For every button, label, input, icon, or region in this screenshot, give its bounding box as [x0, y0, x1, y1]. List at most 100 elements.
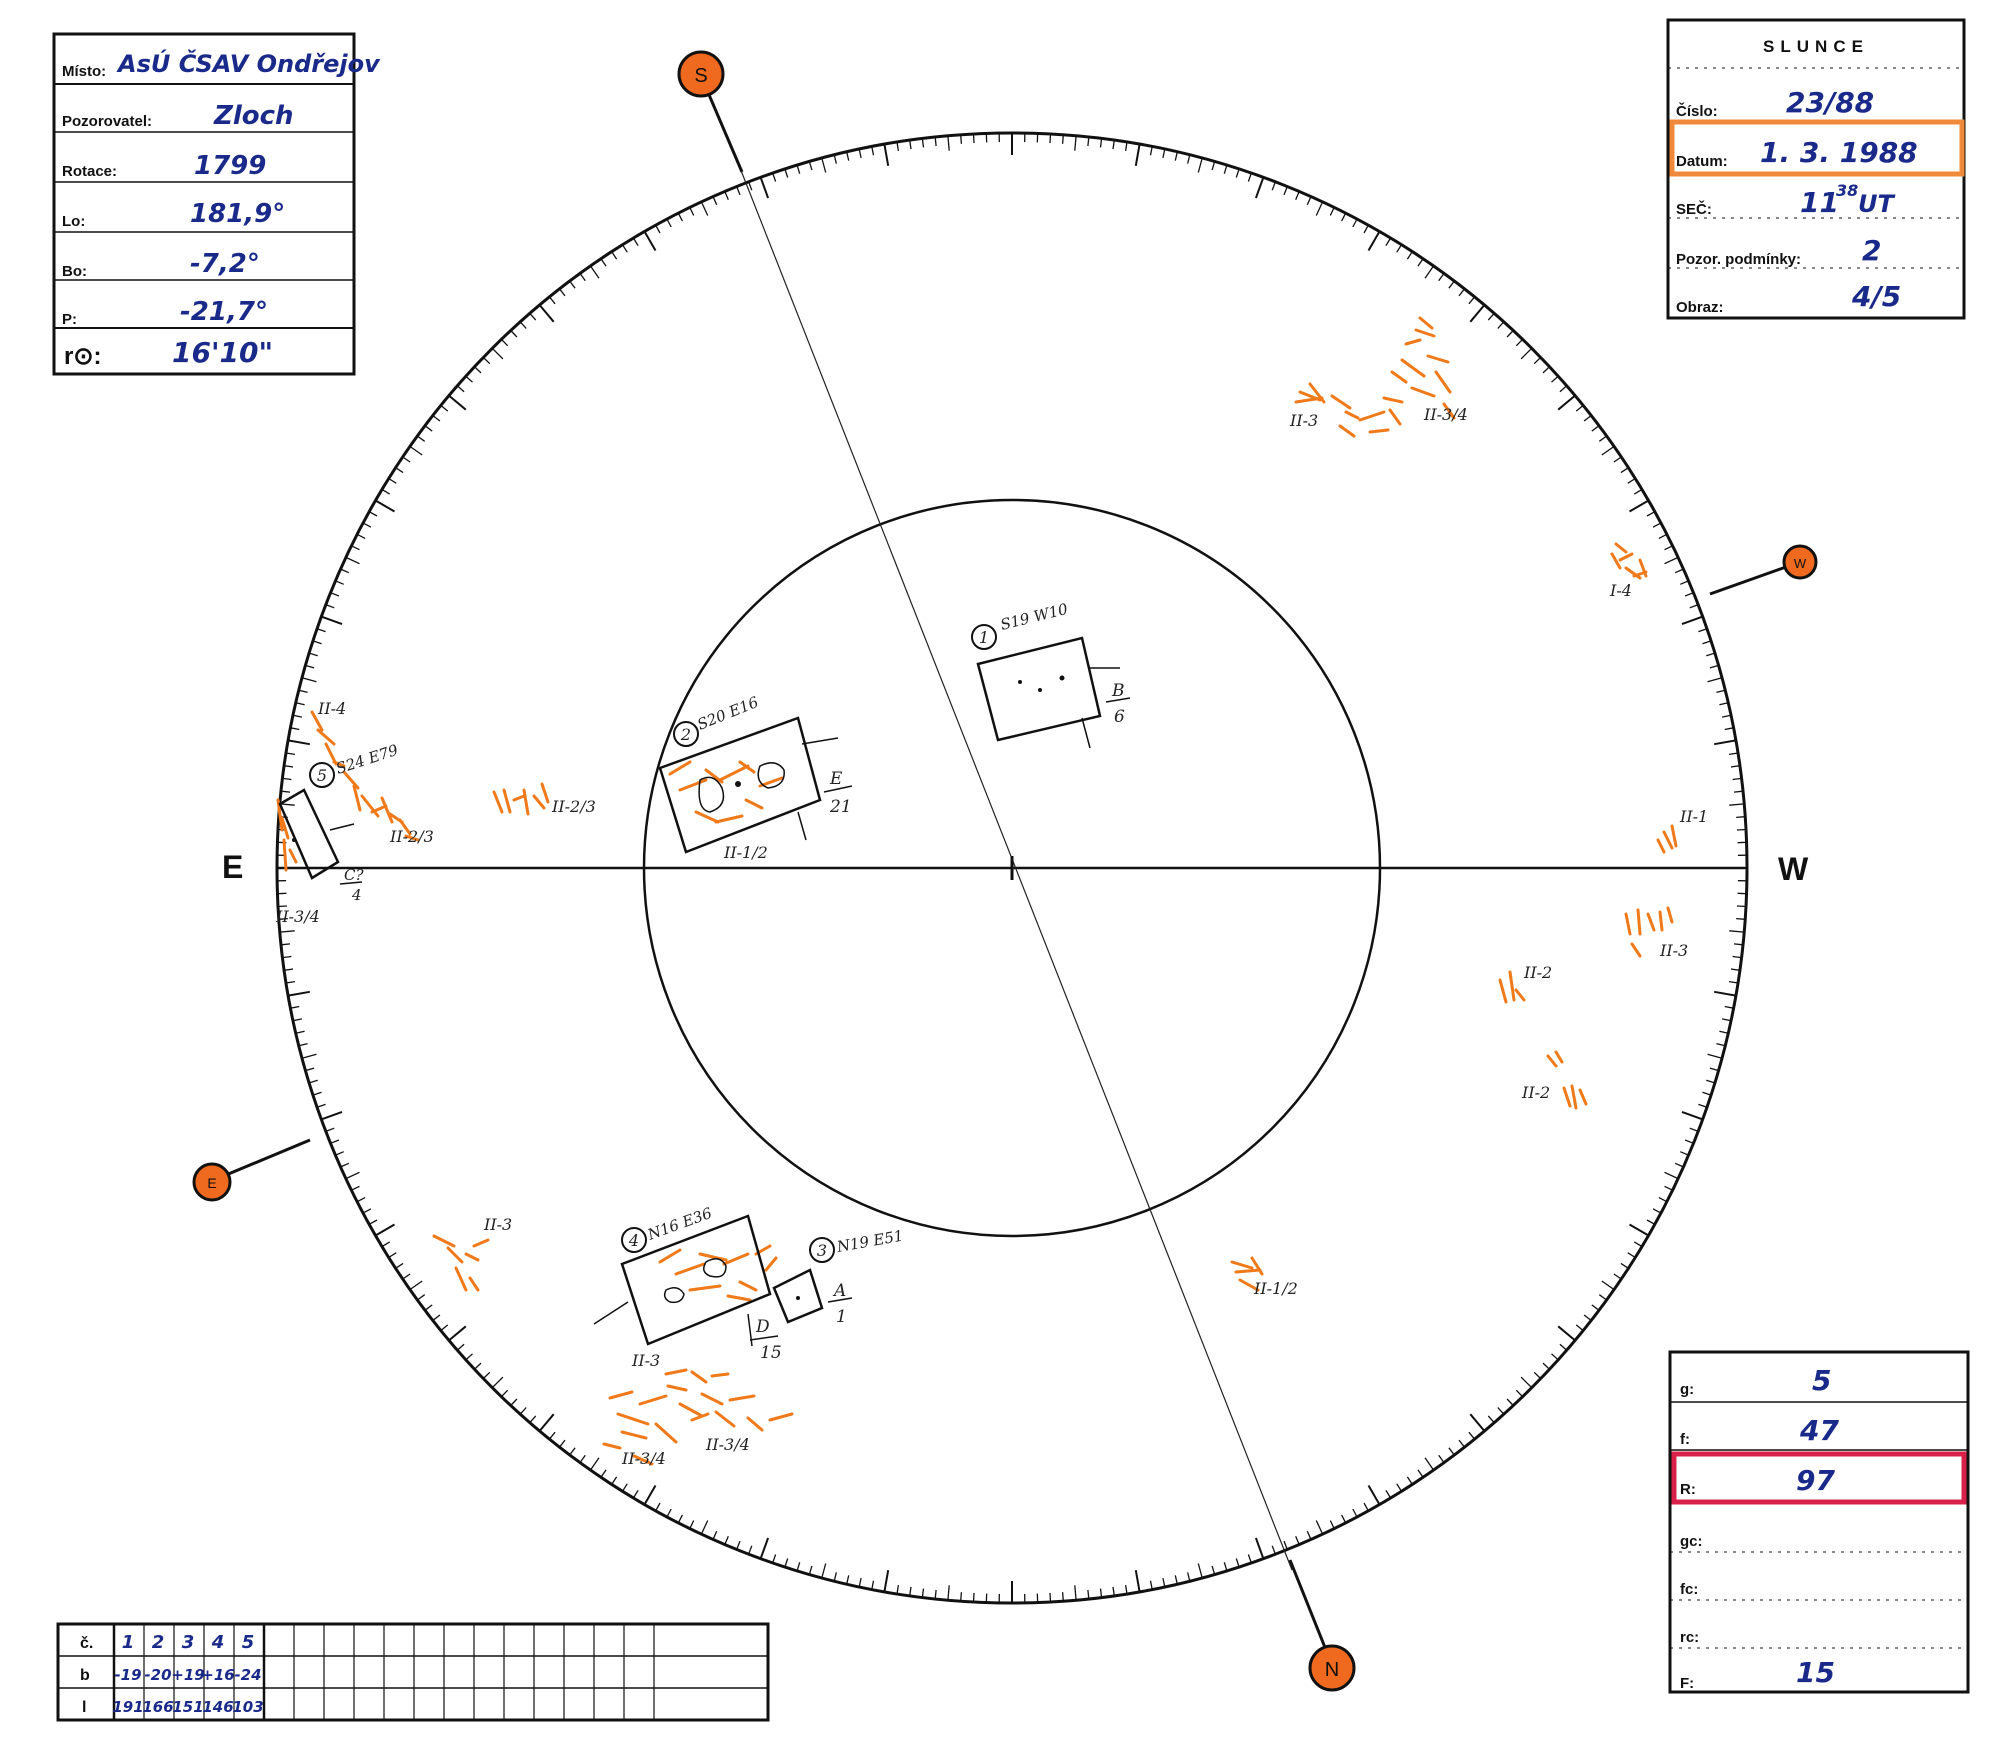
- limb-tick: [1646, 511, 1656, 517]
- limb-tick: [1724, 727, 1734, 731]
- limb-tick: [1099, 1588, 1103, 1598]
- limb-tick: [1719, 702, 1729, 706]
- facula-region: [432, 1234, 490, 1292]
- group-number: 1: [979, 628, 989, 647]
- limb-tick: [345, 1171, 360, 1180]
- cislo-cell: 5: [242, 1632, 255, 1653]
- limb-tick: [1559, 385, 1568, 393]
- limb-tick: [395, 1262, 404, 1269]
- facula-label: II-3/4: [275, 907, 320, 926]
- limb-tick: [871, 1580, 875, 1590]
- limb-tick: [1709, 1067, 1719, 1072]
- limb-tick: [1736, 905, 1747, 908]
- limb-tick: [1733, 943, 1744, 946]
- limb-tick: [1729, 803, 1745, 806]
- facula-label: II-3/4: [705, 1435, 750, 1454]
- sec-minutes: 38: [1836, 181, 1858, 200]
- limb-tick: [784, 1558, 789, 1568]
- limb-tick: [1664, 545, 1673, 551]
- west-marker-letter: W: [1794, 556, 1807, 571]
- limb-tick: [1646, 1219, 1656, 1225]
- limb-tick: [1575, 1324, 1584, 1332]
- facula-label: II-3: [1289, 411, 1318, 430]
- b-cell: -24: [234, 1666, 261, 1684]
- g-value: 5: [1812, 1364, 1831, 1397]
- limb-tick: [934, 136, 937, 147]
- limb-tick: [548, 296, 556, 305]
- limb-tick: [1680, 1151, 1689, 1156]
- obraz-label: Obraz:: [1676, 299, 1724, 316]
- limb-tick: [1295, 191, 1300, 200]
- limb-tick: [282, 777, 292, 781]
- limb-tick: [947, 135, 950, 151]
- limb-tick: [1186, 154, 1191, 164]
- limb-tick: [1689, 603, 1699, 609]
- limb-tick: [1087, 1589, 1090, 1600]
- limb-tick: [1061, 1592, 1064, 1602]
- limb-tick: [290, 727, 300, 731]
- east-marker: [192, 1162, 232, 1202]
- cislo-cell: 3: [182, 1632, 195, 1653]
- group-number: 5: [317, 766, 327, 785]
- limb-tick: [519, 321, 527, 329]
- fc-label: fc:: [1680, 1581, 1698, 1598]
- limb-tick: [305, 1067, 315, 1072]
- limb-tick: [1658, 1197, 1668, 1203]
- limb-tick: [632, 237, 639, 247]
- limb-tick: [1628, 499, 1650, 513]
- limb-tick: [1074, 1585, 1077, 1601]
- limb-tick: [278, 917, 288, 920]
- limb-tick: [632, 1489, 639, 1499]
- limb-tick: [724, 1536, 729, 1545]
- limb-tick: [1557, 394, 1576, 411]
- limb-tick: [538, 1413, 555, 1432]
- row-label-cislo: č.: [80, 1635, 93, 1652]
- limb-tick: [1542, 1362, 1550, 1370]
- limb-tick: [335, 1151, 344, 1156]
- limb-tick: [1458, 288, 1466, 297]
- limb-tick: [1583, 1314, 1592, 1322]
- limb-tick: [1341, 1514, 1347, 1524]
- limb-tick: [1716, 1042, 1726, 1047]
- limb-tick: [1074, 135, 1077, 151]
- limb-tick: [1533, 1371, 1542, 1380]
- limb-tick: [491, 347, 504, 360]
- group-type: E: [829, 769, 843, 789]
- limb-tick: [712, 1530, 718, 1540]
- pozorovatel-label: Pozorovatel:: [62, 113, 152, 130]
- limb-tick: [689, 207, 695, 216]
- limb-tick: [282, 955, 292, 959]
- limb-tick: [1247, 172, 1252, 182]
- limb-tick: [1652, 1208, 1662, 1214]
- limb-tick: [1306, 196, 1312, 206]
- limb-tick: [1730, 968, 1740, 971]
- limb-tick: [316, 628, 326, 633]
- limb-tick: [1732, 955, 1742, 959]
- limb-tick: [510, 330, 518, 338]
- facula-region: [1624, 906, 1674, 958]
- limb-tick: [368, 1219, 378, 1225]
- limb-tick: [611, 1476, 618, 1485]
- limb-tick: [519, 1407, 527, 1415]
- limb-tick: [1684, 1139, 1694, 1144]
- east-marker-letter: E: [207, 1175, 216, 1191]
- limb-tick: [482, 1371, 491, 1380]
- limb-tick: [1551, 1353, 1559, 1361]
- limb-tick: [1124, 1584, 1128, 1595]
- limb-tick: [1385, 237, 1392, 247]
- limb-tick: [312, 640, 322, 645]
- limb-tick: [821, 1563, 827, 1579]
- facula-region: [658, 1244, 778, 1302]
- limb-tick: [1601, 1280, 1615, 1291]
- misto-value: AsÚ ČSAV Ondřejov: [116, 48, 381, 78]
- slunce-info-box: SLUNCE Číslo: 23/88 Datum: 1. 3. 1988 SE…: [1666, 18, 1966, 320]
- r-stat-label: R:: [1680, 1481, 1696, 1498]
- limb-tick: [316, 1103, 326, 1108]
- faculae: [276, 316, 1678, 1466]
- l-cell: 146: [202, 1698, 233, 1716]
- limb-tick: [1707, 677, 1723, 683]
- limb-tick: [1613, 456, 1622, 463]
- limb-tick: [883, 1570, 890, 1592]
- limb-tick: [1591, 1304, 1600, 1311]
- limb-tick: [1124, 141, 1128, 152]
